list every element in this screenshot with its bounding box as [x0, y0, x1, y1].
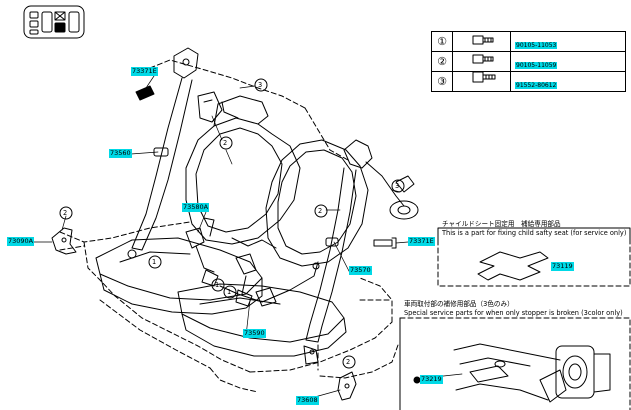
- vehicle-orientation-icon: [23, 5, 85, 39]
- child-seat-part-box: [437, 227, 631, 287]
- part-number[interactable]: 90105-11053: [515, 42, 558, 49]
- callout-2b-text: 2: [318, 207, 323, 215]
- table-row: ① 90105-11053: [431, 31, 626, 52]
- row-number: ①: [431, 31, 453, 52]
- child-seat-note-jp: チャイルドシート固定用 補給専用部品: [442, 220, 561, 228]
- part-label-73580A[interactable]: 73580A: [182, 203, 210, 212]
- fastener-reference-table: ① 90105-11053 ② 90105-11059 ③ 91552-8061…: [431, 31, 626, 92]
- seat-cushions: [95, 237, 347, 357]
- callout-1b: [211, 278, 225, 292]
- callout-3a-text: 3: [258, 81, 263, 89]
- callout-2d-text: 2: [346, 358, 351, 366]
- child-seat-note-en: This is a part for fixing child safty se…: [442, 229, 627, 237]
- part-label-73119[interactable]: 73119: [551, 262, 574, 271]
- callout-2a-text: 2: [223, 139, 228, 147]
- part-label-73371E-top[interactable]: 73371E: [131, 67, 158, 76]
- callout-1c: [223, 285, 237, 299]
- callout-2d: [342, 355, 356, 369]
- callout-1c-text: 1: [227, 288, 232, 296]
- part-label-73371E-right[interactable]: 73371E: [408, 237, 435, 246]
- table-row: ② 90105-11059: [431, 51, 626, 72]
- callout-3a: [254, 78, 268, 92]
- part-label-73608[interactable]: 73608: [296, 396, 319, 405]
- row-number: ②: [431, 51, 453, 72]
- table-row: ③ 91552-80612: [431, 71, 626, 92]
- callout-2c: [59, 206, 73, 220]
- stopper-note-jp: 車両取付部の補修用部品（3色のみ）: [404, 300, 514, 308]
- stopper-part-box: [399, 317, 631, 410]
- part-label-73090A[interactable]: 73090A: [7, 237, 35, 246]
- part-label-73560[interactable]: 73560: [109, 149, 132, 158]
- left-shoulder-belt: [127, 47, 223, 259]
- callout-2b: [314, 204, 328, 218]
- part-label-73590[interactable]: 73590: [243, 329, 266, 338]
- anchor-brackets: [51, 227, 357, 401]
- callout-1b-text: 1: [215, 281, 220, 289]
- part-number[interactable]: 90105-11059: [515, 62, 558, 69]
- small-bolt: [135, 85, 155, 101]
- callout-1a-text: 1: [152, 258, 157, 266]
- seat-back-left: [185, 95, 301, 245]
- part-label-73570[interactable]: 73570: [349, 266, 372, 275]
- stopper-note-en: Special service parts for when only stop…: [404, 309, 623, 317]
- callout-2c-text: 2: [63, 209, 68, 217]
- callout-3b-text: 3: [395, 182, 400, 190]
- right-shoulder-belt: [303, 139, 419, 365]
- buckle-assemblies: [185, 217, 320, 307]
- anchor-bolt: [373, 237, 397, 249]
- callout-markers: [59, 78, 405, 369]
- callout-1a: [148, 255, 162, 269]
- row-number: ③: [431, 71, 453, 92]
- leader-lines: [31, 75, 463, 401]
- seat-back-right: [265, 139, 369, 267]
- body-outline: [59, 59, 399, 393]
- callout-3b: [391, 179, 405, 193]
- part-number[interactable]: 91552-80612: [515, 82, 558, 89]
- part-label-73219[interactable]: 73219: [420, 375, 443, 384]
- callout-2a: [219, 136, 233, 150]
